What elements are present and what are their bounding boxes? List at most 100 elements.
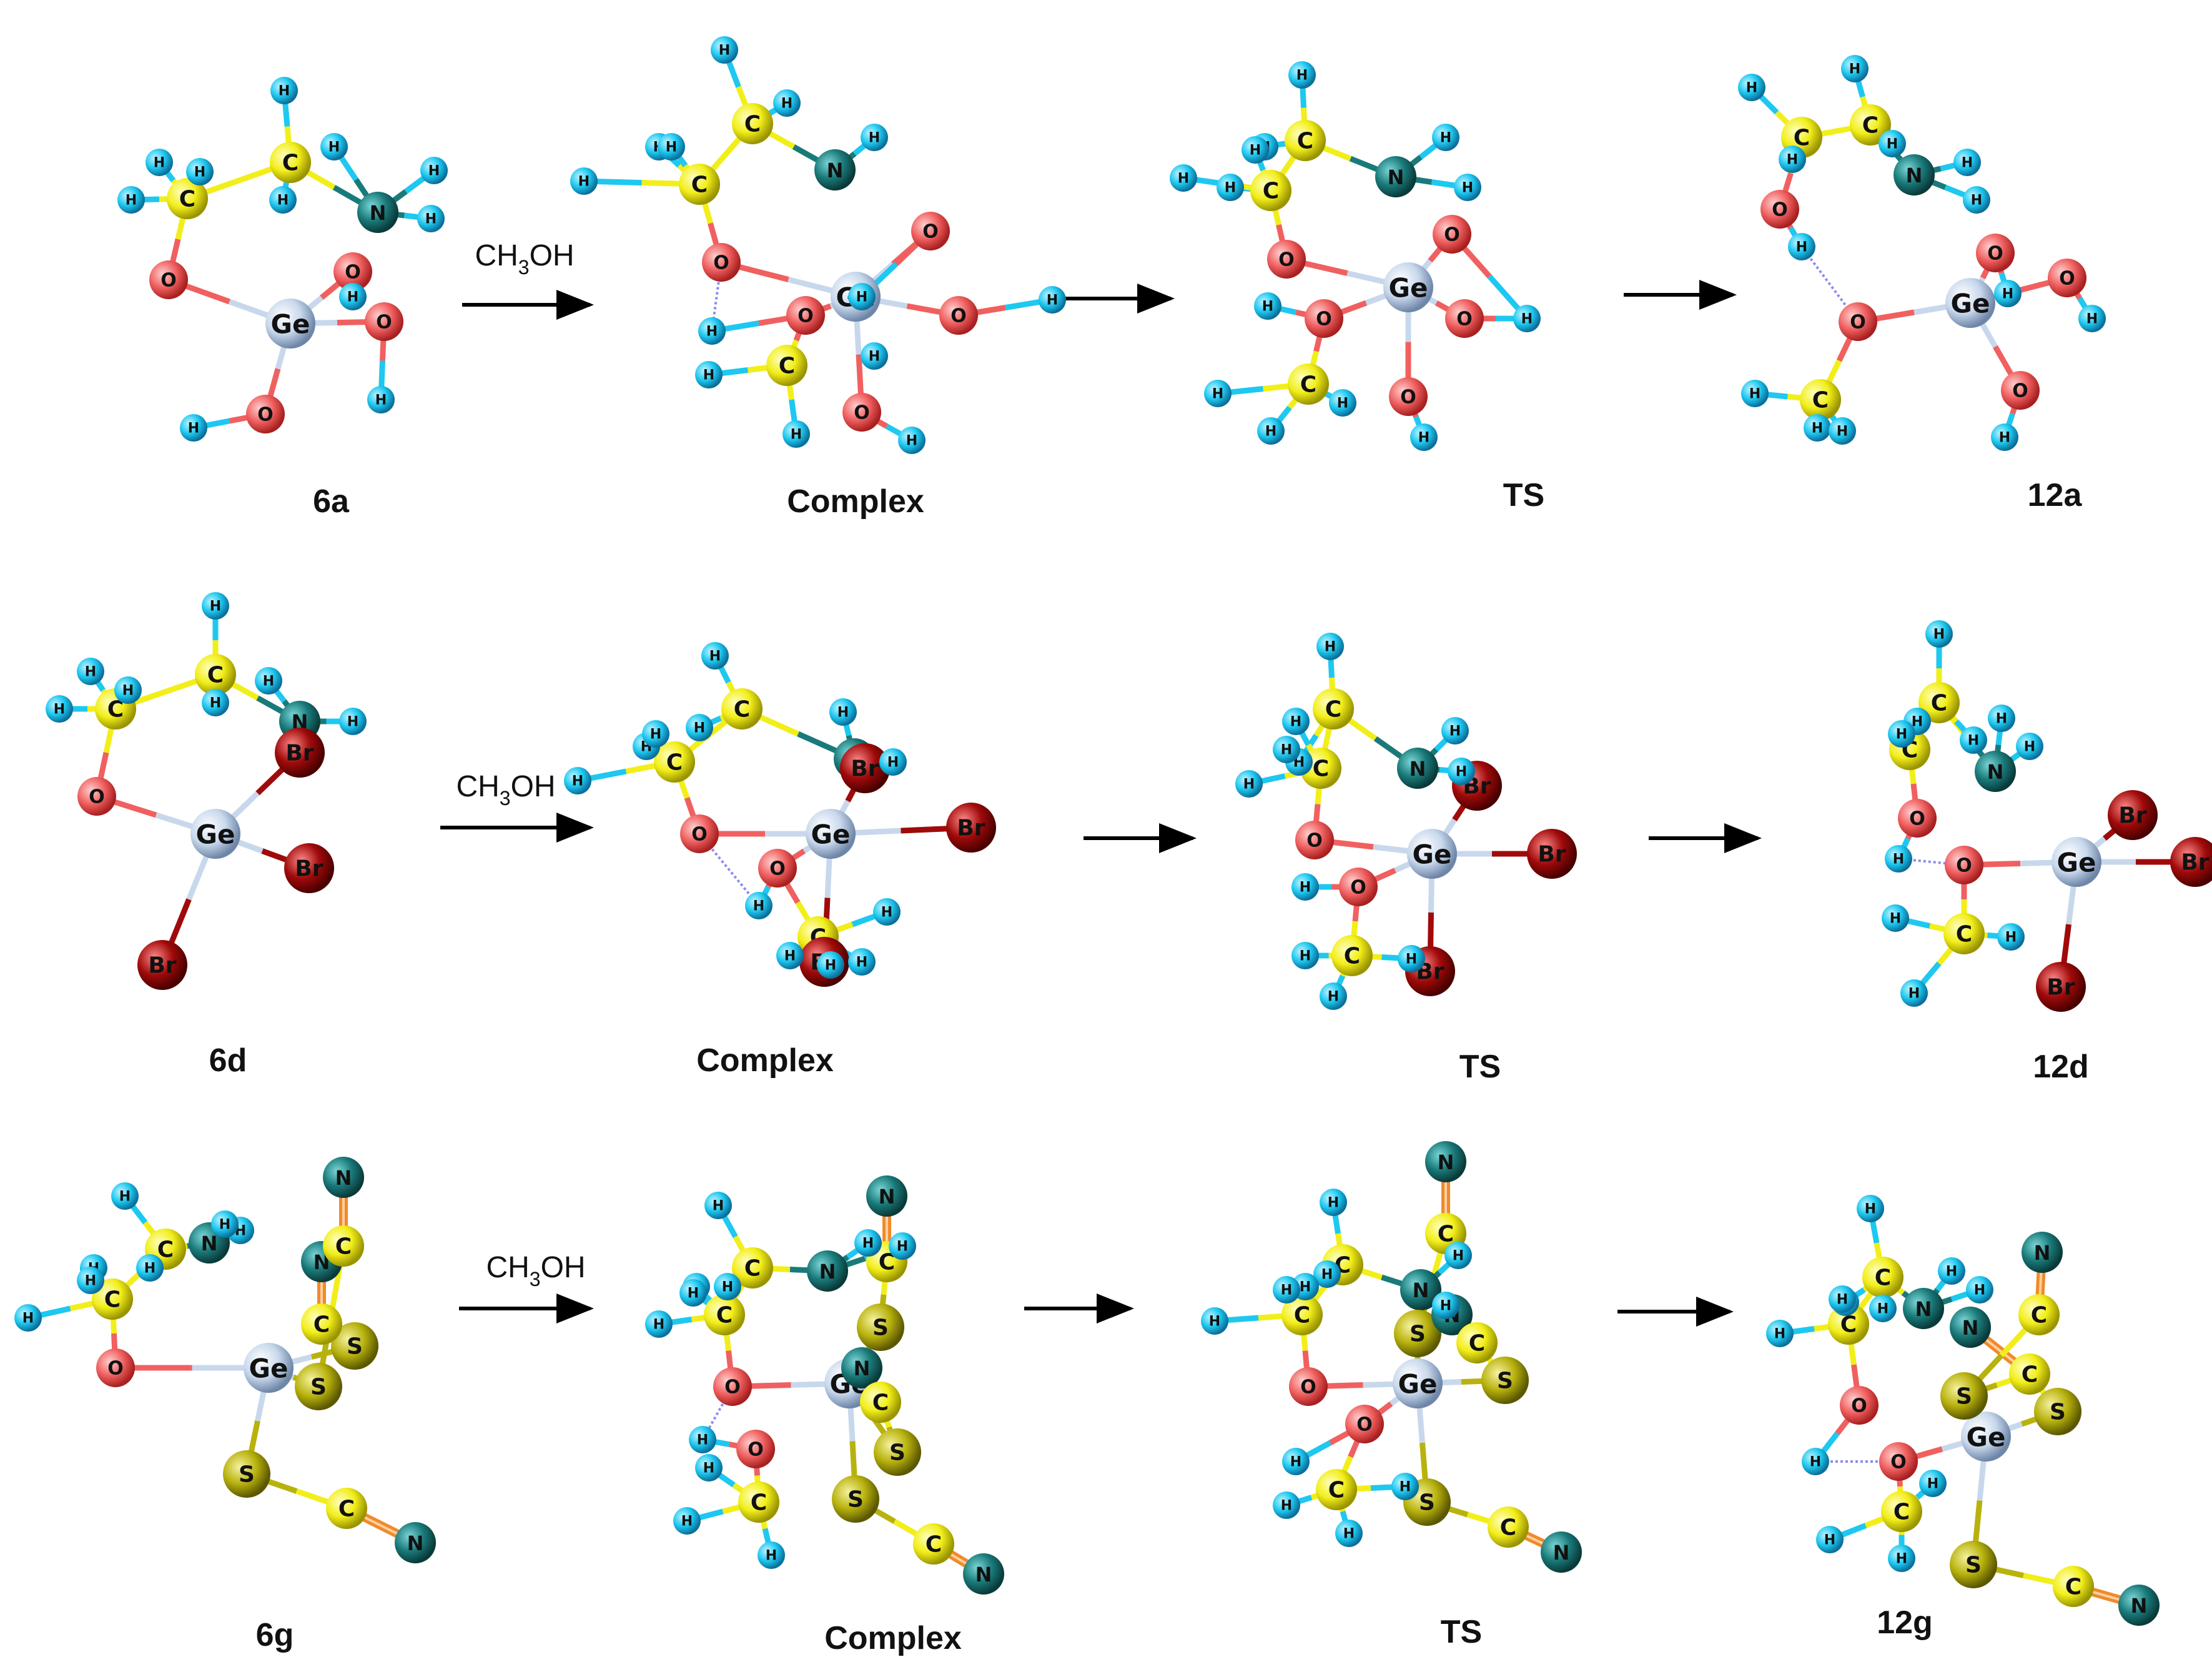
atom-br: Br bbox=[2036, 962, 2086, 1012]
atom-h: H bbox=[270, 77, 298, 104]
atom-o: O bbox=[333, 252, 372, 291]
atom-label: H bbox=[2086, 312, 2098, 327]
atom-label: O bbox=[797, 305, 814, 327]
atom-sphere bbox=[1273, 736, 1300, 763]
atom-sphere bbox=[1994, 280, 2022, 307]
atom-h: H bbox=[1432, 124, 1459, 151]
reagent-label-row3: CH3OH bbox=[486, 1251, 585, 1290]
atom-h: H bbox=[1398, 945, 1425, 972]
atom-sphere bbox=[1289, 1367, 1328, 1406]
atom-h: H bbox=[695, 1454, 723, 1482]
atom-label: N bbox=[827, 159, 844, 182]
atom-sphere bbox=[1945, 278, 1995, 328]
atom-label: O bbox=[1300, 1377, 1316, 1398]
atom-label: Br bbox=[295, 856, 323, 882]
atom-sphere bbox=[326, 1488, 367, 1529]
atom-label: H bbox=[328, 140, 340, 156]
atom-sphere bbox=[732, 1247, 773, 1289]
atom-label: H bbox=[1328, 1195, 1339, 1211]
atom-sphere bbox=[1898, 799, 1937, 838]
atom-label: C bbox=[779, 354, 795, 379]
atom-h: H bbox=[117, 186, 145, 214]
atom-sphere bbox=[758, 849, 797, 888]
atom-n: N bbox=[395, 1522, 436, 1563]
atom-sphere bbox=[701, 642, 729, 670]
atom-label: C bbox=[1469, 1331, 1485, 1357]
atom-label: O bbox=[854, 402, 870, 424]
atom-o: O bbox=[2048, 259, 2086, 297]
atom-br: Br bbox=[2170, 837, 2212, 887]
atom-label: H bbox=[347, 715, 358, 730]
atom-h: H bbox=[1242, 136, 1269, 164]
atom-h: H bbox=[202, 592, 229, 620]
atom-label: C bbox=[751, 1490, 767, 1516]
atom-label: H bbox=[653, 1317, 664, 1333]
atom-label: H bbox=[1887, 137, 1898, 152]
atom-h: H bbox=[1816, 1526, 1844, 1553]
atom-label: H bbox=[210, 696, 221, 711]
atom-h: H bbox=[1235, 770, 1263, 798]
atom-label: H bbox=[1946, 1264, 1957, 1280]
atom-label: Ge bbox=[2057, 848, 2096, 878]
atom-o: O bbox=[2001, 371, 2040, 410]
atom-label: H bbox=[1300, 1280, 1311, 1295]
atom-o: O bbox=[758, 849, 797, 888]
atom-sphere bbox=[146, 149, 173, 176]
atom-sphere bbox=[331, 1322, 378, 1370]
atom-sphere bbox=[736, 1430, 775, 1468]
atom-h: H bbox=[1335, 1520, 1363, 1547]
atom-h: H bbox=[420, 157, 448, 184]
atom-sphere bbox=[301, 1303, 342, 1345]
atom-sphere bbox=[695, 361, 723, 388]
atom-n: N bbox=[2118, 1585, 2160, 1626]
atom-sphere bbox=[1288, 61, 1316, 89]
atom-label: H bbox=[119, 1189, 131, 1205]
atom-label: H bbox=[1824, 1533, 1835, 1548]
atom-sphere bbox=[1445, 299, 1484, 338]
atom-n: N bbox=[2022, 1232, 2063, 1273]
atom-sphere bbox=[1481, 1357, 1529, 1404]
atom-sphere bbox=[255, 667, 282, 695]
atom-sphere bbox=[1383, 262, 1433, 312]
atom-sphere bbox=[1389, 377, 1428, 416]
atom-sphere bbox=[911, 212, 950, 250]
atom-label: Br bbox=[2118, 803, 2146, 829]
atom-sphere bbox=[1829, 417, 1856, 445]
atom-sphere bbox=[265, 299, 315, 349]
atom-label: C bbox=[179, 187, 195, 212]
atom-sphere bbox=[395, 1522, 436, 1563]
atom-c: C bbox=[1285, 120, 1326, 161]
atom-c: C bbox=[326, 1488, 367, 1529]
atom-label: S bbox=[889, 1440, 906, 1466]
atom-ge: Ge bbox=[1393, 1358, 1443, 1408]
atom-sphere bbox=[2036, 962, 2086, 1012]
atom-h: H bbox=[339, 708, 367, 735]
atom-label: H bbox=[1774, 1327, 1785, 1342]
atom-label: H bbox=[1933, 627, 1945, 643]
atom-sphere bbox=[1425, 1141, 1466, 1182]
atom-sphere bbox=[714, 1273, 741, 1300]
atom-label: N bbox=[854, 1357, 871, 1380]
atom-sphere bbox=[2034, 1388, 2081, 1435]
atom-sphere bbox=[246, 395, 285, 433]
atom-sphere bbox=[1940, 1372, 1988, 1420]
atom-sphere bbox=[284, 843, 334, 893]
atom-ge: Ge bbox=[806, 809, 856, 859]
atom-h: H bbox=[1291, 942, 1319, 969]
atom-h: H bbox=[186, 158, 214, 186]
atom-sphere bbox=[564, 767, 591, 794]
caption-12g: 12g bbox=[1877, 1605, 1933, 1641]
caption-6a: 6a bbox=[313, 483, 350, 520]
atom-label: C bbox=[1297, 129, 1313, 154]
atom-label: O bbox=[107, 1358, 124, 1380]
atom-ge: Ge bbox=[190, 809, 240, 859]
atom-sphere bbox=[1741, 380, 1769, 407]
atom-sphere bbox=[1991, 423, 2018, 451]
atom-label: Ge bbox=[811, 819, 851, 850]
atom-c: C bbox=[1943, 913, 1985, 954]
atom-sphere bbox=[1201, 1307, 1228, 1335]
atom-label: H bbox=[1400, 1480, 1411, 1495]
caption-12d: 12d bbox=[2033, 1049, 2089, 1085]
atom-label: C bbox=[1344, 944, 1360, 969]
